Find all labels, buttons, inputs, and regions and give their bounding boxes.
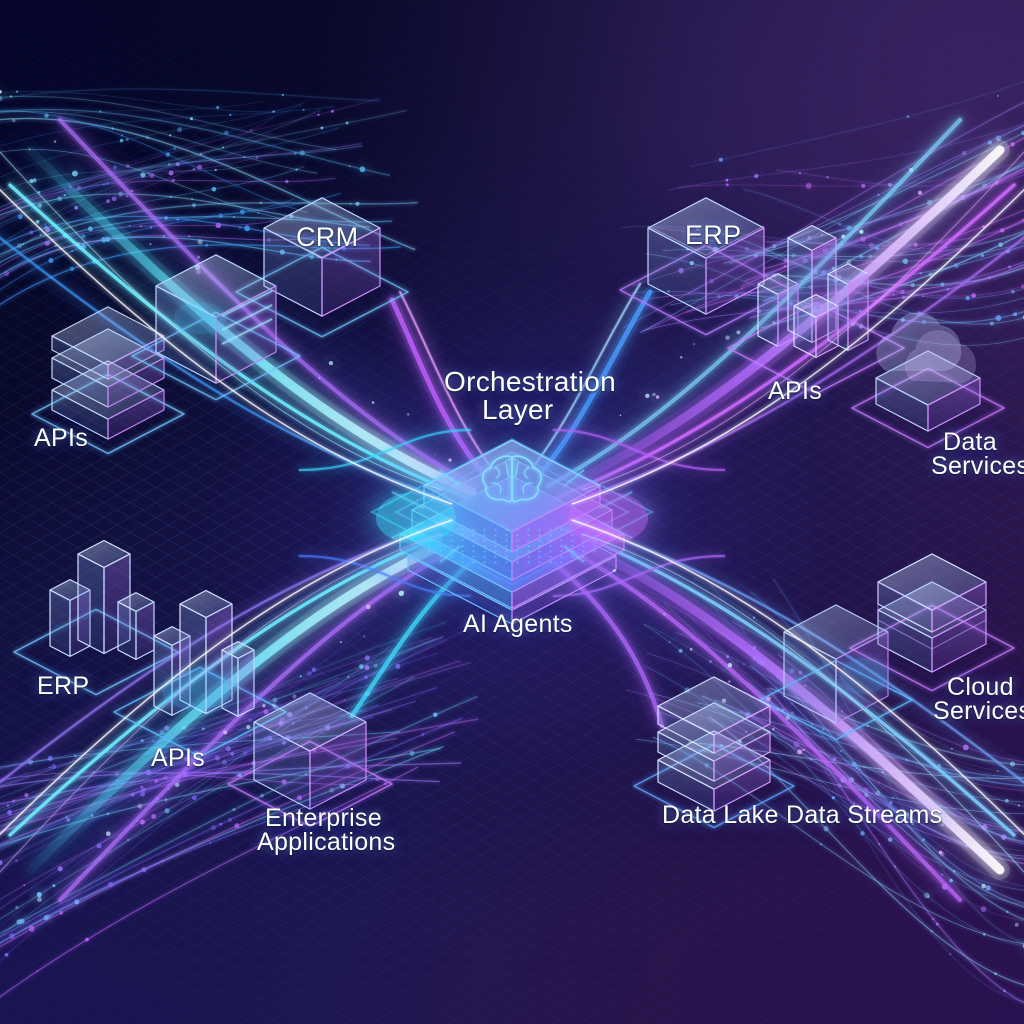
node-erp-top[interactable]	[619, 197, 793, 336]
node-data-streams[interactable]	[759, 604, 913, 741]
hub-brain-chip[interactable]	[362, 438, 662, 625]
node-apis-bottom[interactable]	[113, 589, 287, 758]
node-apis-right[interactable]	[727, 224, 905, 395]
node-crm[interactable]	[235, 197, 409, 338]
node-enterprise-apps[interactable]	[227, 692, 393, 828]
node-server-rack[interactable]	[131, 254, 301, 401]
cloud-icon	[876, 312, 976, 383]
node-erp-bottom[interactable]	[13, 539, 179, 696]
node-data-services[interactable]	[851, 312, 1005, 449]
node-data-lake[interactable]	[633, 676, 795, 829]
node-apis-left[interactable]	[31, 306, 185, 455]
